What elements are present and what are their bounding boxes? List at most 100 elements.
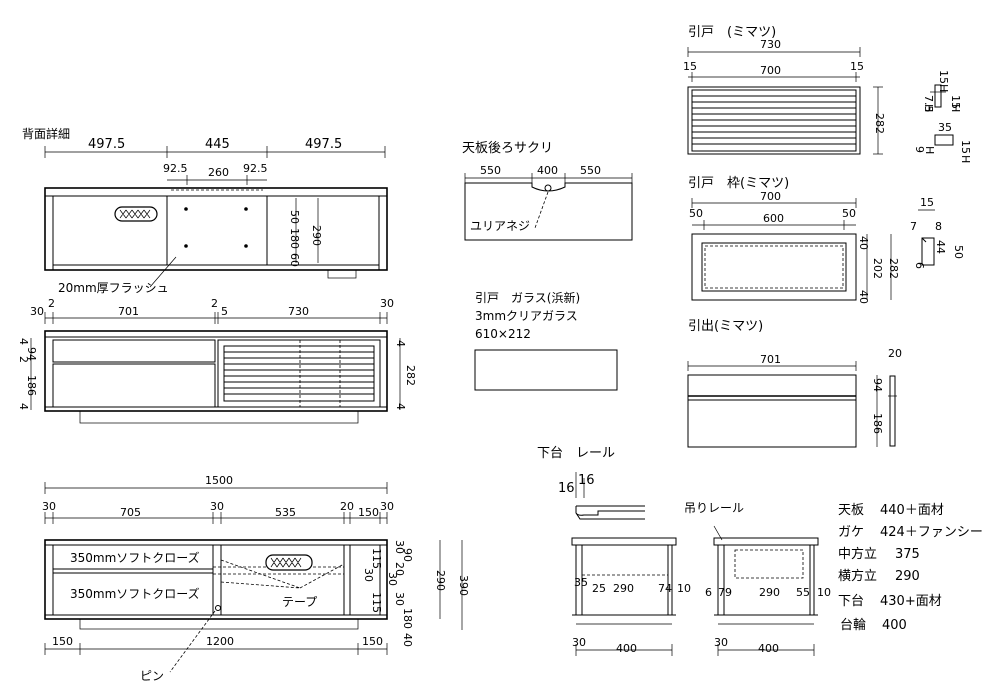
mat-3-value: 290 [895, 569, 920, 584]
door-sec-h4: H [923, 146, 936, 154]
pin-label: ピン [140, 669, 164, 683]
glass-size: 610×212 [475, 327, 531, 341]
frame-sec-7: 7 [910, 220, 917, 233]
rail-l-25: 25 [592, 582, 606, 595]
mat-4-value: 430+面材 [880, 594, 942, 609]
door-height: 282 [873, 113, 886, 134]
frame-sec-6: 6 [913, 262, 926, 269]
frame-sec-50: 50 [952, 245, 965, 259]
frame-sec-8: 8 [935, 220, 942, 233]
rail-r-30: 30 [714, 636, 728, 649]
door-view: 引戸 (ミマツ) 730 15 700 15 282 [683, 25, 972, 163]
door-section-details: 15 7.5 H H 15 H 35 9 H 15 H [913, 70, 972, 163]
door-sec-h1: H [922, 104, 935, 112]
plan-bdim-1200: 1200 [206, 635, 234, 648]
rail-l-290: 290 [613, 582, 634, 595]
plan-rdim-30a: 30 [393, 540, 406, 554]
back-dim-mid: 445 [205, 137, 230, 152]
drawer-rdim-186: 186 [871, 413, 884, 434]
door-sec-h5: H [959, 155, 972, 163]
rail-l-30: 30 [572, 636, 586, 649]
back-vdim-290: 290 [310, 225, 323, 246]
frame-rdim-202: 202 [871, 258, 884, 279]
back-vdim-180: 180 [288, 228, 301, 249]
frame-title: 引戸 枠(ミマツ) [688, 176, 789, 191]
drawer-view: 引出(ミマツ) 701 94 186 20 [687, 319, 902, 448]
front-ldim-186: 186 [25, 375, 38, 396]
frame-sec-15: 15 [920, 196, 934, 209]
mat-5-value: 400 [882, 618, 907, 633]
mat-3-name: 横方立 [838, 568, 877, 584]
drawer-bottom-label: 350mmソフトクローズ [70, 586, 200, 601]
plan-dim-150: 150 [358, 506, 379, 519]
back-subdim-1: 92.5 [163, 162, 188, 175]
tenban-dim-400: 400 [537, 164, 558, 177]
front-dim-30l: 30 [30, 305, 44, 318]
mat-2-value: 375 [895, 547, 920, 562]
plan-rdim-30d: 30 [393, 592, 406, 606]
front-dim-2a: 2 [48, 297, 55, 310]
rail-dim-16a: 16 [558, 481, 575, 496]
front-view: 30 2 701 2 5 730 30 4 94 2 186 4 [17, 297, 417, 424]
frame-rdim-40a: 40 [857, 236, 870, 250]
tenban-dim-550a: 550 [480, 164, 501, 177]
rail-r-290: 290 [759, 586, 780, 599]
mat-0-value: 440＋面材 [880, 503, 944, 518]
hang-rail-label: 吊りレール [684, 501, 744, 515]
material-list: 天板 440＋面材 ガケ 424＋ファンシー 中方立 375 横方立 290 下… [838, 503, 983, 633]
rail-r-79: 79 [718, 586, 732, 599]
plan-rdim-90: 90 [401, 548, 414, 562]
mat-5-name: 台輪 [840, 617, 866, 633]
plan-dim-30c: 30 [380, 500, 394, 513]
frame-dim-50a: 50 [689, 207, 703, 220]
flush-label: 20mm厚フラッシュ [58, 281, 169, 295]
front-ldim-4b: 4 [17, 403, 30, 410]
frame-rdim-40b: 40 [857, 290, 870, 304]
back-dim-left: 497.5 [88, 137, 125, 152]
mat-1-name: ガケ [838, 525, 864, 540]
door-sec-15c: 15 [959, 140, 972, 154]
rail-r-55: 55 [796, 586, 810, 599]
rail-dim-16b: 16 [578, 473, 595, 488]
drawer-title: 引出(ミマツ) [688, 319, 763, 334]
door-sec-35: 35 [938, 121, 952, 134]
back-dim-right: 497.5 [305, 137, 342, 152]
front-rdim-4a: 4 [394, 340, 407, 347]
tenban-back-view: 天板後ろサクリ 550 400 550 ユリアネジ [462, 141, 633, 241]
rail-title: 下台 レール [537, 446, 615, 461]
glass-title: 引戸 ガラス(浜新) [475, 290, 580, 305]
plan-rdim-290: 290 [434, 570, 447, 591]
tenban-title: 天板後ろサクリ [462, 141, 553, 156]
rail-l-10: 10 [677, 582, 691, 595]
plan-dim-30b: 30 [210, 500, 224, 513]
back-vdim-50: 50 [288, 210, 301, 224]
mat-4-name: 下台 [838, 594, 864, 609]
back-detail-title: 背面詳細 [22, 126, 70, 141]
door-dim-15a: 15 [683, 60, 697, 73]
door-dim-700: 700 [760, 64, 781, 77]
drawer-width: 701 [760, 353, 781, 366]
plan-rdim-30b: 30 [386, 572, 399, 586]
front-dim-730: 730 [288, 305, 309, 318]
plan-rdim-40: 40 [401, 633, 414, 647]
vent-grille-icon [114, 206, 158, 222]
door-sec-h2: H [937, 84, 950, 92]
frame-rdim-282: 282 [887, 258, 900, 279]
frame-dim-700: 700 [760, 190, 781, 203]
door-sec-15a: 15 [937, 70, 950, 84]
plan-rdim-180: 180 [401, 608, 414, 629]
rail-l-35: 35 [574, 576, 588, 589]
tenban-dim-550b: 550 [580, 164, 601, 177]
door-sec-h3: H [949, 104, 962, 112]
front-ldim-94: 94 [25, 347, 38, 361]
plan-bdim-150a: 150 [52, 635, 73, 648]
rail-view: 下台 レール 16 16 吊りレール 35 25 290 74 10 30 40… [537, 446, 831, 656]
mat-1-value: 424＋ファンシー [880, 525, 983, 540]
door-slats [224, 351, 374, 395]
plan-bdim-150b: 150 [362, 635, 383, 648]
plan-rdim-30c: 30 [362, 568, 375, 582]
door-dim-730: 730 [760, 38, 781, 51]
rail-r-400: 400 [758, 642, 779, 655]
door-sec-75: 7.5 [922, 95, 935, 113]
